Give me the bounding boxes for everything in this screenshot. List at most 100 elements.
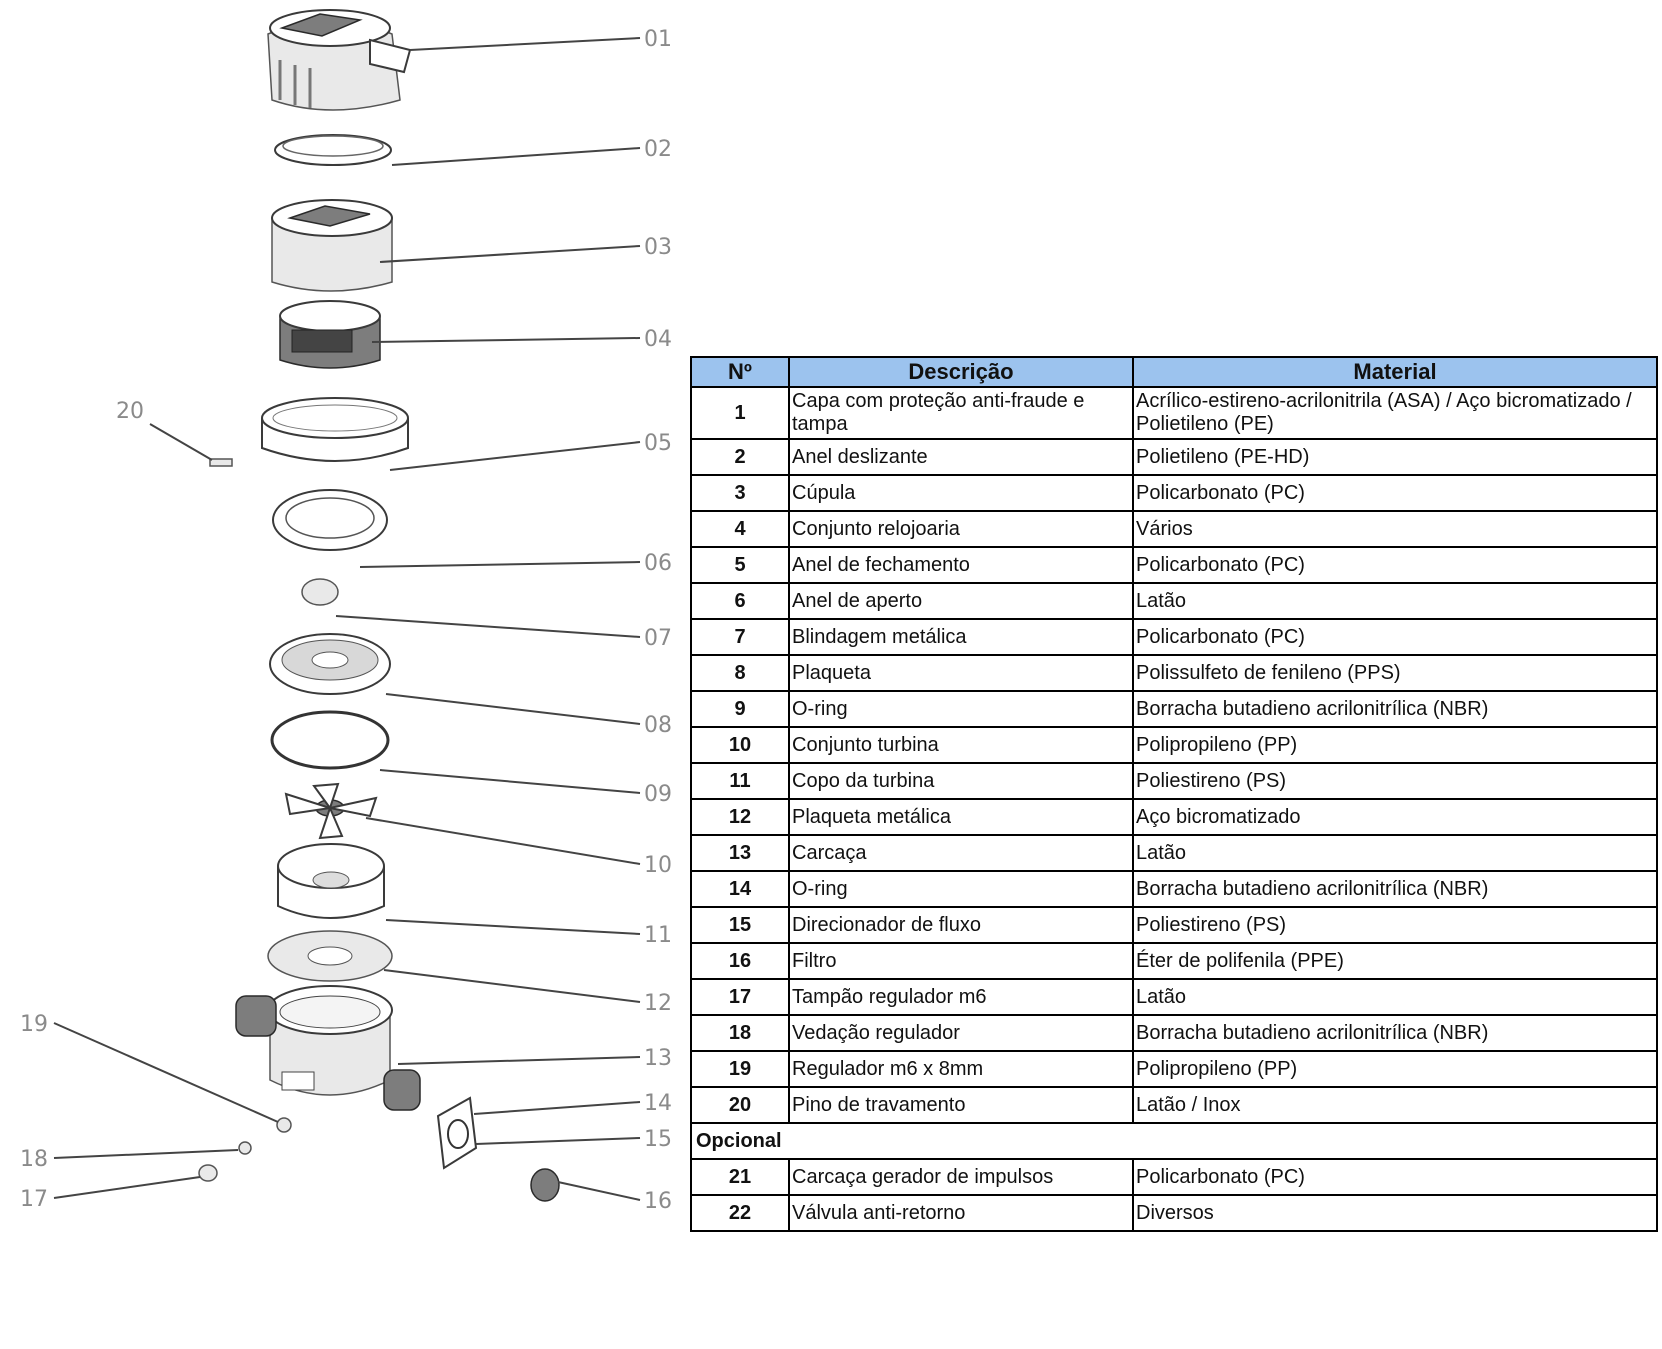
row-description: Conjunto relojoaria [788,510,1134,548]
section-label-optional: Opcional [690,1122,1658,1160]
part-19-regulator [276,1117,292,1133]
callout-17: 17 [20,1187,48,1212]
part-13-housing [235,985,421,1111]
row-description: Blindagem metálica [788,618,1134,656]
row-number: 12 [690,798,790,836]
leader-lines [53,37,641,1201]
row-material: Polipropileno (PP) [1132,726,1658,764]
callout-09: 09 [644,782,672,807]
row-material: Latão [1132,834,1658,872]
part-10-turbine [284,782,378,840]
part-03-dome [271,199,393,292]
row-material: Policarbonato (PC) [1132,474,1658,512]
part-08-plate [269,633,391,695]
row-material: Aço bicromatizado [1132,798,1658,836]
row-material: Borracha butadieno acrilonitrílica (NBR) [1132,870,1658,908]
part-01-cover [267,9,412,111]
row-material: Latão [1132,978,1658,1016]
header-description: Descrição [788,356,1134,388]
row-number: 9 [690,690,790,728]
row-number: 17 [690,978,790,1016]
row-description: Anel de aperto [788,582,1134,620]
table-header-row: Nº Descrição Material [690,356,1658,388]
row-number: 11 [690,762,790,800]
callout-03: 03 [644,235,672,260]
row-number: 6 [690,582,790,620]
row-description: O-ring [788,690,1134,728]
row-number: 10 [690,726,790,764]
callout-04: 04 [644,327,672,352]
row-description: Copo da turbina [788,762,1134,800]
row-description: Anel deslizante [788,438,1134,476]
callout-15: 15 [644,1127,672,1152]
row-material: Acrílico-estireno-acrilonitrila (ASA) / … [1132,386,1658,440]
part-07-metal-shield [301,578,339,606]
row-number: 13 [690,834,790,872]
part-05-closing-ring [261,397,409,462]
row-description: Regulador m6 x 8mm [788,1050,1134,1088]
row-material: Éter de polifenila (PPE) [1132,942,1658,980]
part-06-tightening-ring [272,489,388,551]
callout-18: 18 [20,1147,48,1172]
row-number: 1 [690,386,790,440]
callout-16: 16 [644,1189,672,1214]
row-description: O-ring [788,870,1134,908]
callout-19: 19 [20,1012,48,1037]
row-material: Policarbonato (PC) [1132,1158,1658,1196]
part-09-o-ring [270,710,390,770]
row-number: 20 [690,1086,790,1124]
callout-02: 02 [644,137,672,162]
row-number: 8 [690,654,790,692]
row-description: Anel de fechamento [788,546,1134,584]
row-description: Plaqueta [788,654,1134,692]
row-material: Diversos [1132,1194,1658,1232]
callout-01: 01 [644,27,672,52]
row-number: 15 [690,906,790,944]
part-17-plug [198,1164,218,1182]
row-number: 22 [690,1194,790,1232]
row-description: Vedação regulador [788,1014,1134,1052]
part-12-metal-plate [267,930,393,982]
row-number: 7 [690,618,790,656]
row-description: Direcionador de fluxo [788,906,1134,944]
row-number: 3 [690,474,790,512]
row-description: Carcaça [788,834,1134,872]
callout-12: 12 [644,991,672,1016]
part-20-locking-pin [209,458,233,467]
table-section-row: Opcional [690,1122,1658,1160]
callout-05: 05 [644,431,672,456]
row-description: Plaqueta metálica [788,798,1134,836]
callout-10: 10 [644,853,672,878]
row-number: 18 [690,1014,790,1052]
row-number: 4 [690,510,790,548]
row-description: Pino de travamento [788,1086,1134,1124]
row-material: Policarbonato (PC) [1132,618,1658,656]
part-02-sliding-ring [274,134,392,166]
callout-20: 20 [116,399,144,424]
row-number: 19 [690,1050,790,1088]
row-description: Capa com proteção anti-fraude e tampa [788,386,1134,440]
row-material: Policarbonato (PC) [1132,546,1658,584]
row-number: 2 [690,438,790,476]
callout-14: 14 [644,1091,672,1116]
row-number: 5 [690,546,790,584]
row-description: Conjunto turbina [788,726,1134,764]
